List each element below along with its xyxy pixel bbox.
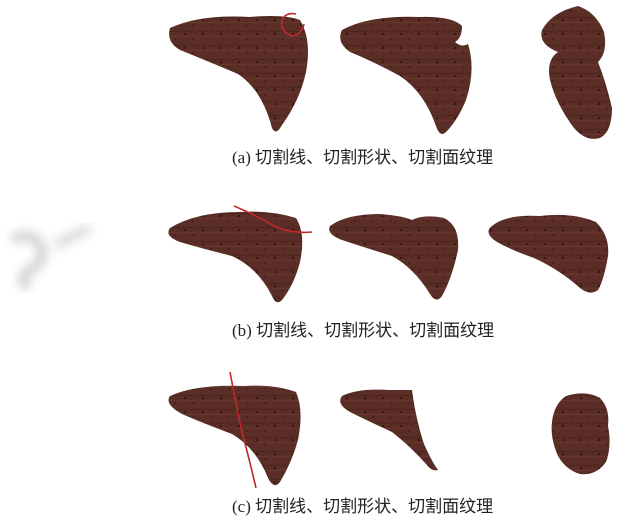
liver-cut-shape-c xyxy=(340,390,438,471)
row-a xyxy=(169,6,612,139)
row-b xyxy=(168,206,608,302)
liver-cut-surface-a xyxy=(541,6,612,139)
liver-original-b xyxy=(168,212,302,303)
liver-cut-surface-b xyxy=(488,215,608,293)
liver-original-c xyxy=(169,386,301,486)
row-c xyxy=(169,372,610,488)
liver-cut-shape-a xyxy=(340,17,471,134)
caption-a: (a) 切割线、切割形状、切割面纹理 xyxy=(232,148,493,167)
caption-c: (c) 切割线、切割形状、切割面纹理 xyxy=(232,497,493,516)
caption-b: (b) 切割线、切割形状、切割面纹理 xyxy=(232,321,494,340)
liver-cut-shape-b xyxy=(329,214,458,300)
liver-cut-surface-c xyxy=(552,393,610,474)
